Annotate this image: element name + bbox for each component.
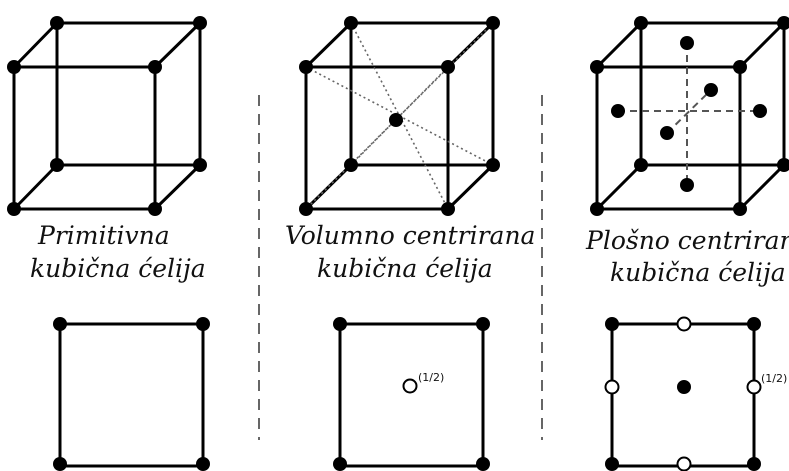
corner-atom (605, 317, 619, 331)
half-height-atom (604, 379, 620, 395)
corner-atom (7, 202, 21, 216)
primitive-caption-line1: Primitivna (37, 221, 170, 250)
face-centered-projection (604, 316, 762, 471)
body-center-atom (389, 113, 403, 127)
body-center-fraction-label: (1/2) (418, 371, 444, 384)
corner-atom (7, 60, 21, 74)
corner-atom (299, 202, 313, 216)
face-center-atom (680, 36, 694, 50)
corner-atom (148, 202, 162, 216)
body-centered-caption-line2: kubična ćelija (317, 254, 493, 283)
corner-atom (747, 317, 761, 331)
corner-atom (605, 457, 619, 471)
corner-atom (476, 317, 490, 331)
face-centered-cube-3d (590, 16, 789, 216)
corner-atom (50, 16, 64, 30)
corner-atom (590, 202, 604, 216)
face-center-atom (677, 380, 691, 394)
body-centered-projection (333, 317, 490, 471)
corner-atom (333, 457, 347, 471)
face-center-atom (611, 104, 625, 118)
face-center-atom (753, 104, 767, 118)
half-height-atom (676, 456, 692, 471)
corner-atom (733, 202, 747, 216)
half-height-atom (676, 316, 692, 332)
face-centered-caption-line1: Plošno centrirana (585, 226, 789, 255)
corner-atom (590, 60, 604, 74)
primitive-cube-3d (7, 16, 207, 216)
face-centered-caption-line2: kubična ćelija (610, 258, 786, 287)
corner-atom (148, 60, 162, 74)
corner-atom (53, 457, 67, 471)
body-centered-cube-3d (299, 16, 500, 216)
corner-atom (196, 317, 210, 331)
corner-atom (733, 60, 747, 74)
corner-atom (747, 457, 761, 471)
face-center-atom (660, 126, 674, 140)
corner-atom (634, 16, 648, 30)
corner-atom (193, 16, 207, 30)
corner-atom (196, 457, 210, 471)
primitive-projection (53, 317, 210, 471)
corner-atom (193, 158, 207, 172)
primitive-caption-line2: kubična ćelija (30, 254, 206, 283)
corner-atom (53, 317, 67, 331)
corner-atom (50, 158, 64, 172)
corner-atom (441, 60, 455, 74)
corner-atom (441, 202, 455, 216)
body-centered-caption-line1: Volumno centrirana (285, 221, 535, 250)
corner-atom (777, 158, 789, 172)
corner-atom (344, 16, 358, 30)
face-center-atom (704, 83, 718, 97)
face-center-fraction-label: (1/2) (761, 372, 787, 385)
corner-atom (344, 158, 358, 172)
corner-atom (299, 60, 313, 74)
half-height-atom (402, 378, 418, 394)
corner-atom (476, 457, 490, 471)
corner-atom (333, 317, 347, 331)
corner-atom (486, 158, 500, 172)
corner-atom (634, 158, 648, 172)
corner-atom (486, 16, 500, 30)
face-center-atom (680, 178, 694, 192)
half-height-atom (746, 379, 762, 395)
corner-atom (777, 16, 789, 30)
